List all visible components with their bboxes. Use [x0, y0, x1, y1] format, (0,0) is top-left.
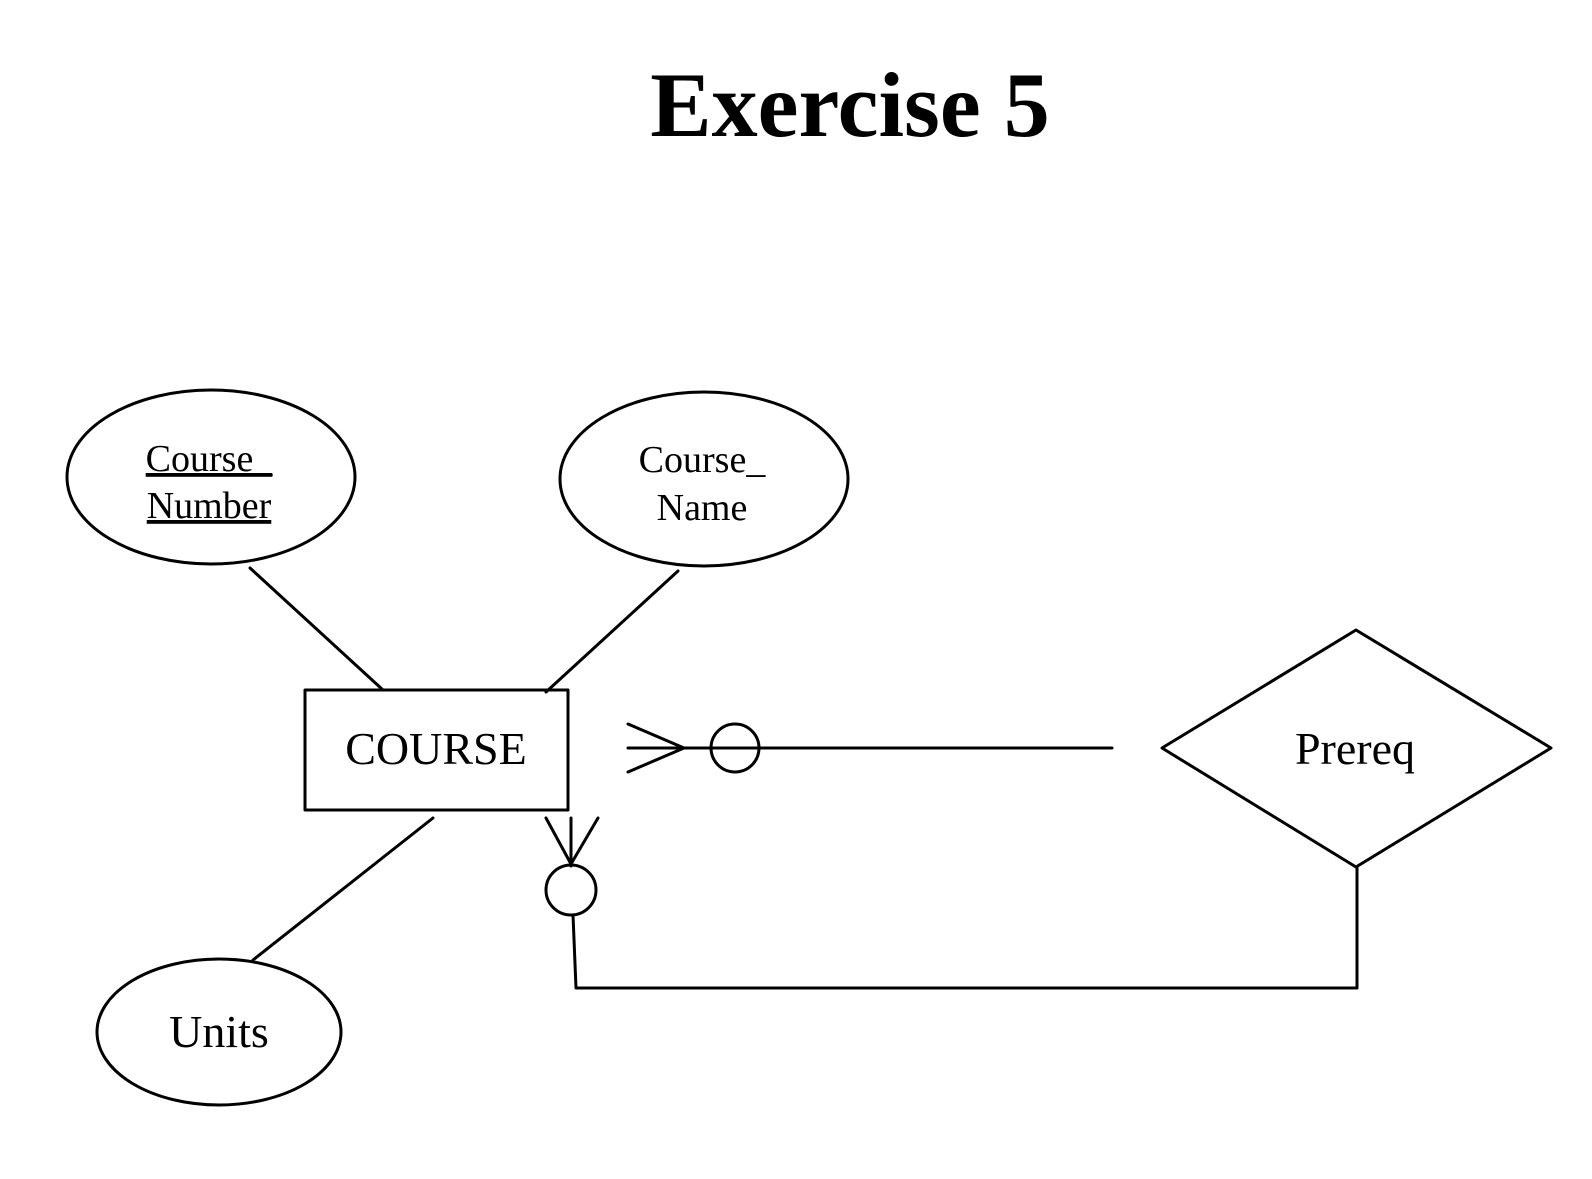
prereq-recursive-line — [571, 865, 1359, 990]
course-name-connector — [544, 569, 680, 694]
course-entity — [303, 688, 570, 812]
zero-optional-horizontal-icon — [709, 722, 761, 774]
course-number-connector — [248, 566, 385, 692]
units-attribute — [95, 957, 343, 1107]
course-number-attribute — [65, 388, 357, 566]
zero-optional-vertical-icon — [544, 863, 598, 917]
page-title: Exercise 5 — [650, 54, 1050, 156]
crows-foot-horizontal-lower — [626, 746, 686, 774]
prereq-label: Prereq — [1295, 723, 1415, 774]
course-name-label-line1: Course_ — [639, 439, 767, 481]
crows-foot-horizontal-upper — [626, 722, 686, 750]
units-label: Units — [169, 1006, 269, 1057]
course-name-label-line2: Name — [657, 487, 748, 529]
course-name-attribute — [558, 390, 850, 568]
course-number-label-line1: Course_ — [146, 438, 274, 480]
course-number-label-line2: Number — [147, 485, 272, 527]
crows-foot-vertical-left — [544, 816, 573, 866]
crows-foot-vertical-right — [569, 816, 600, 866]
course-entity-label: COURSE — [345, 723, 526, 774]
units-connector — [251, 816, 435, 962]
